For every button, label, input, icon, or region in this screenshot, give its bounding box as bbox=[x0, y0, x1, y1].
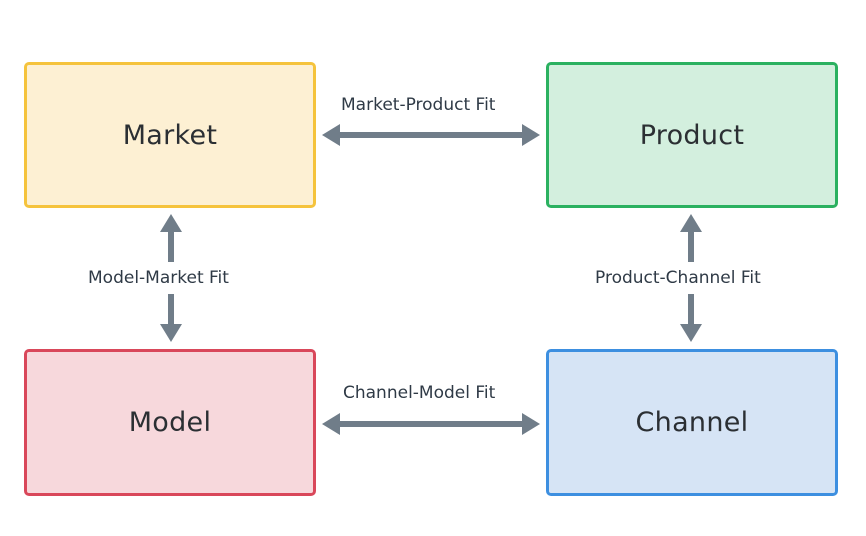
arrow-product-channel bbox=[680, 214, 702, 342]
node-product-label: Product bbox=[639, 119, 745, 151]
arrow-channel-model bbox=[322, 413, 540, 435]
edge-label-market-product: Market-Product Fit bbox=[341, 95, 496, 115]
node-model-label: Model bbox=[128, 407, 212, 438]
edge-label-model-market: Model-Market Fit bbox=[88, 268, 229, 288]
arrow-market-product bbox=[322, 124, 540, 146]
node-model: Model bbox=[24, 349, 316, 496]
edge-label-channel-model: Channel-Model Fit bbox=[343, 383, 496, 403]
arrow-model-market bbox=[160, 214, 182, 342]
node-product: Product bbox=[546, 62, 838, 208]
node-market-label: Market bbox=[122, 119, 218, 151]
node-channel-label: Channel bbox=[635, 407, 749, 438]
node-channel: Channel bbox=[546, 349, 838, 496]
node-market: Market bbox=[24, 62, 316, 208]
edge-label-product-channel: Product-Channel Fit bbox=[595, 268, 761, 288]
